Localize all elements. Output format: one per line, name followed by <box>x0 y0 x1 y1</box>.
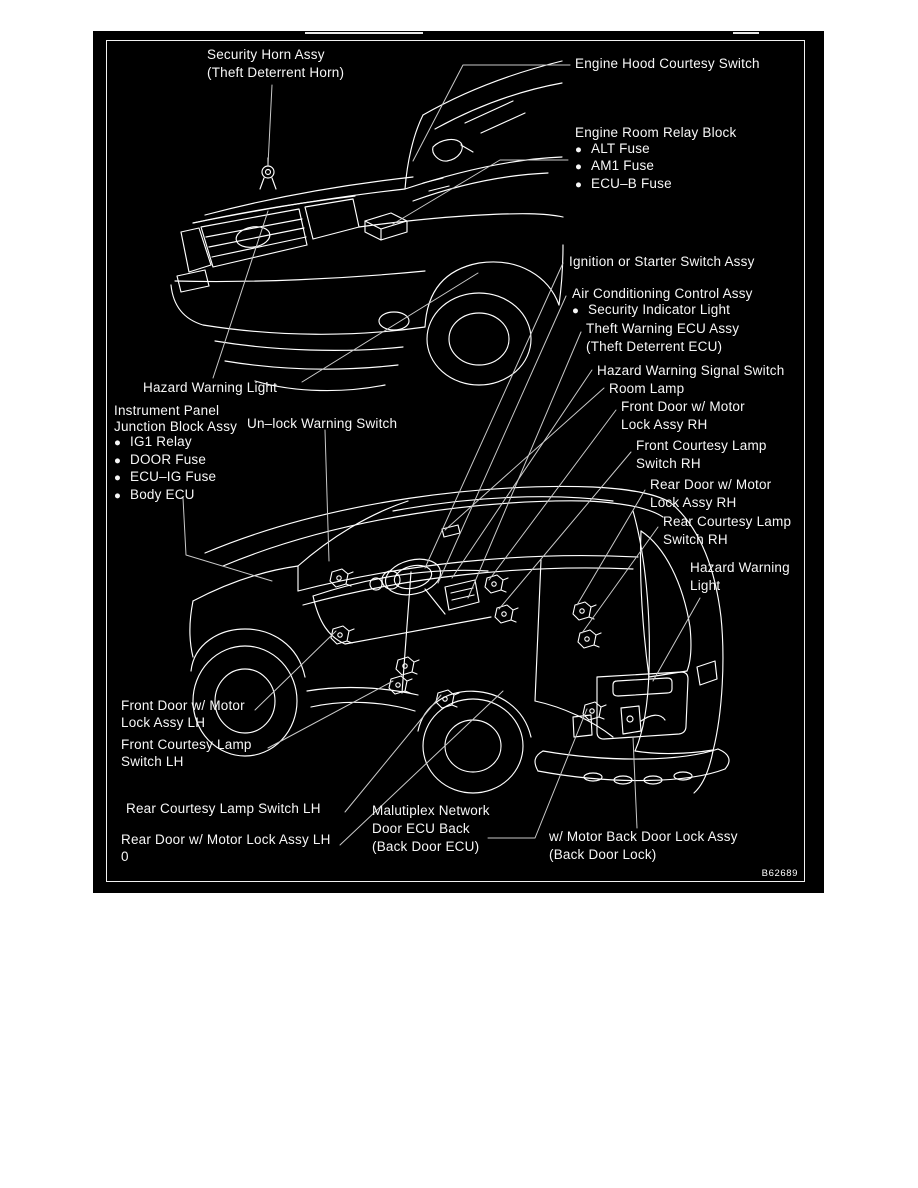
label-ignition-or-starter-switch: Ignition or Starter Switch Assy <box>569 253 755 271</box>
label-theft-warning-ecu: Theft Warning ECU Assy (Theft Deterrent … <box>586 320 739 356</box>
label-line: Malutiplex Network <box>372 803 490 818</box>
label-line: Hazard Warning Light <box>143 380 278 395</box>
label-unlock-warning-switch: Un–lock Warning Switch <box>247 415 397 433</box>
label-line: Ignition or Starter Switch Assy <box>569 254 755 269</box>
label-multiplex-network-door-ecu: Malutiplex Network Door ECU Back (Back D… <box>372 802 490 856</box>
bullet-item: ● ECU–IG Fuse <box>114 469 237 487</box>
label-line: (Theft Deterrent Horn) <box>207 65 345 80</box>
bullet-icon: ● <box>575 143 583 156</box>
label-line: 0 <box>121 849 129 864</box>
label-rear-door-motor-lock-rh: Rear Door w/ Motor Lock Assy RH <box>650 476 771 512</box>
label-line: Lock Assy LH <box>121 715 206 730</box>
label-line: IG1 Relay <box>130 434 192 449</box>
bullet-icon: ● <box>114 489 122 502</box>
label-line: Lock Assy RH <box>621 417 708 432</box>
label-line: Un–lock Warning Switch <box>247 416 398 431</box>
label-line: AM1 Fuse <box>591 158 655 173</box>
label-air-conditioning-control: Air Conditioning Control Assy ● Security … <box>572 286 753 319</box>
label-line: Hazard Warning Signal Switch <box>597 363 785 378</box>
bullet-item: ● DOOR Fuse <box>114 452 237 470</box>
label-hazard-warning-light-rear: Hazard Warning Light <box>690 559 790 595</box>
bullet-item: ● Security Indicator Light <box>572 302 753 320</box>
label-line: Body ECU <box>130 486 195 502</box>
vehicle-line-art <box>170 32 759 846</box>
label-line: Front Door w/ Motor <box>121 698 245 713</box>
bullet-icon: ● <box>572 304 580 317</box>
bullet-icon: ● <box>114 472 122 484</box>
label-line: (Theft Deterrent ECU) <box>586 339 723 354</box>
label-line: Air Conditioning Control Assy <box>572 286 753 301</box>
label-line: Hazard Warning <box>690 560 790 575</box>
label-line: Switch RH <box>663 532 728 547</box>
label-line: Switch RH <box>636 456 701 471</box>
bullet-item: ● ALT Fuse <box>575 141 736 159</box>
label-line: ECU–IG Fuse <box>130 469 217 484</box>
label-line: Theft Warning ECU Assy <box>586 321 740 336</box>
label-line: Front Courtesy Lamp <box>121 737 252 752</box>
label-line: Lock Assy RH <box>650 495 737 510</box>
leader-lines <box>182 64 701 846</box>
bullet-icon: ● <box>575 178 583 191</box>
label-stray-zero: 0 <box>121 848 129 866</box>
bullet-item: ● IG1 Relay <box>114 434 237 452</box>
label-line: (Back Door ECU) <box>372 839 480 854</box>
label-rear-door-motor-lock-lh: Rear Door w/ Motor Lock Assy LH <box>121 831 331 849</box>
label-line: ALT Fuse <box>591 140 650 156</box>
label-line: Security Indicator Light <box>588 301 731 317</box>
label-front-courtesy-lamp-switch-rh: Front Courtesy Lamp Switch RH <box>636 437 767 473</box>
bullet-icon: ● <box>575 161 583 173</box>
label-line: Rear Courtesy Lamp Switch LH <box>126 801 321 816</box>
label-line: Junction Block Assy <box>114 418 238 434</box>
label-line: (Back Door Lock) <box>549 847 657 862</box>
label-line: Engine Room Relay Block <box>575 125 737 140</box>
label-line: ECU–B Fuse <box>591 175 672 191</box>
label-engine-room-relay-block: Engine Room Relay Block ● ALT Fuse ● AM1 F… <box>575 125 736 193</box>
label-line: Rear Courtesy Lamp <box>663 514 792 529</box>
bullet-icon: ● <box>114 454 122 467</box>
front-vehicle-art <box>170 60 564 392</box>
label-hazard-warning-light-front: Hazard Warning Light <box>143 379 277 397</box>
figure-code: B62689 <box>761 868 798 879</box>
label-line: Room Lamp <box>609 381 685 396</box>
label-front-courtesy-lamp-switch-lh: Front Courtesy Lamp Switch LH <box>121 736 252 770</box>
label-rear-courtesy-lamp-switch-lh: Rear Courtesy Lamp Switch LH <box>126 800 321 818</box>
label-line: Switch LH <box>121 754 184 769</box>
label-line: w/ Motor Back Door Lock Assy <box>549 829 738 844</box>
bullet-item: ● AM1 Fuse <box>575 158 736 176</box>
label-room-lamp: Room Lamp <box>609 380 684 398</box>
label-line: Instrument Panel <box>114 403 220 418</box>
label-line: Front Door w/ Motor <box>621 399 745 414</box>
label-line: Engine Hood Courtesy Switch <box>575 56 760 71</box>
label-line: Front Courtesy Lamp <box>636 438 767 453</box>
label-front-door-motor-lock-rh: Front Door w/ Motor Lock Assy RH <box>621 398 745 434</box>
label-hazard-warning-signal-switch: Hazard Warning Signal Switch <box>597 362 784 380</box>
label-line: DOOR Fuse <box>130 451 207 467</box>
label-rear-courtesy-lamp-switch-rh: Rear Courtesy Lamp Switch RH <box>663 513 791 549</box>
label-back-door-lock: w/ Motor Back Door Lock Assy (Back Door … <box>549 828 738 864</box>
component-location-diagram: Security Horn Assy (Theft Deterrent Horn… <box>93 31 824 893</box>
label-instrument-panel-junction-block: Instrument Panel Junction Block Assy ● IG… <box>114 403 237 504</box>
label-engine-hood-courtesy-switch: Engine Hood Courtesy Switch <box>575 55 760 73</box>
label-front-door-motor-lock-lh: Front Door w/ Motor Lock Assy LH <box>121 697 245 731</box>
label-security-horn: Security Horn Assy (Theft Deterrent Horn… <box>207 46 344 82</box>
label-line: Door ECU Back <box>372 821 470 836</box>
label-line: Rear Door w/ Motor Lock Assy LH <box>121 832 331 847</box>
bullet-item: ● Body ECU <box>114 487 237 505</box>
label-line: Light <box>690 578 721 593</box>
bullet-item: ● ECU–B Fuse <box>575 176 736 194</box>
label-line: Security Horn Assy <box>207 47 325 62</box>
bullet-icon: ● <box>114 437 122 449</box>
label-line: Rear Door w/ Motor <box>650 477 772 492</box>
